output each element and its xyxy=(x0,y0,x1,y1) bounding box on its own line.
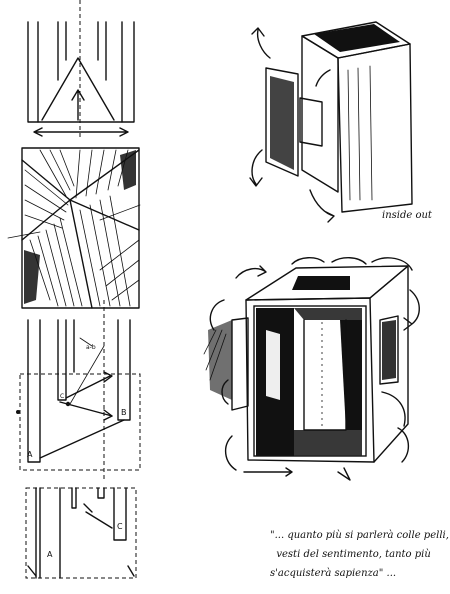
section-diagram-middle xyxy=(16,300,141,480)
label-a-middle: A xyxy=(27,450,33,459)
label-c-bottom: C xyxy=(117,522,123,531)
label-ab-small: a-b xyxy=(86,344,96,351)
label-c-small: C xyxy=(60,393,65,400)
section-diagram-top xyxy=(27,0,135,140)
box-inside-out xyxy=(249,21,413,223)
box-open-perspective xyxy=(203,257,420,481)
section-diagram-bottom xyxy=(25,487,137,579)
hatched-perspective xyxy=(7,147,141,309)
quote-text: "... quanto più si parlerà colle pelli, … xyxy=(270,530,449,579)
caption-inside-out: inside out xyxy=(382,210,432,221)
label-b: B xyxy=(121,408,127,417)
label-a-bottom: A xyxy=(47,550,53,559)
